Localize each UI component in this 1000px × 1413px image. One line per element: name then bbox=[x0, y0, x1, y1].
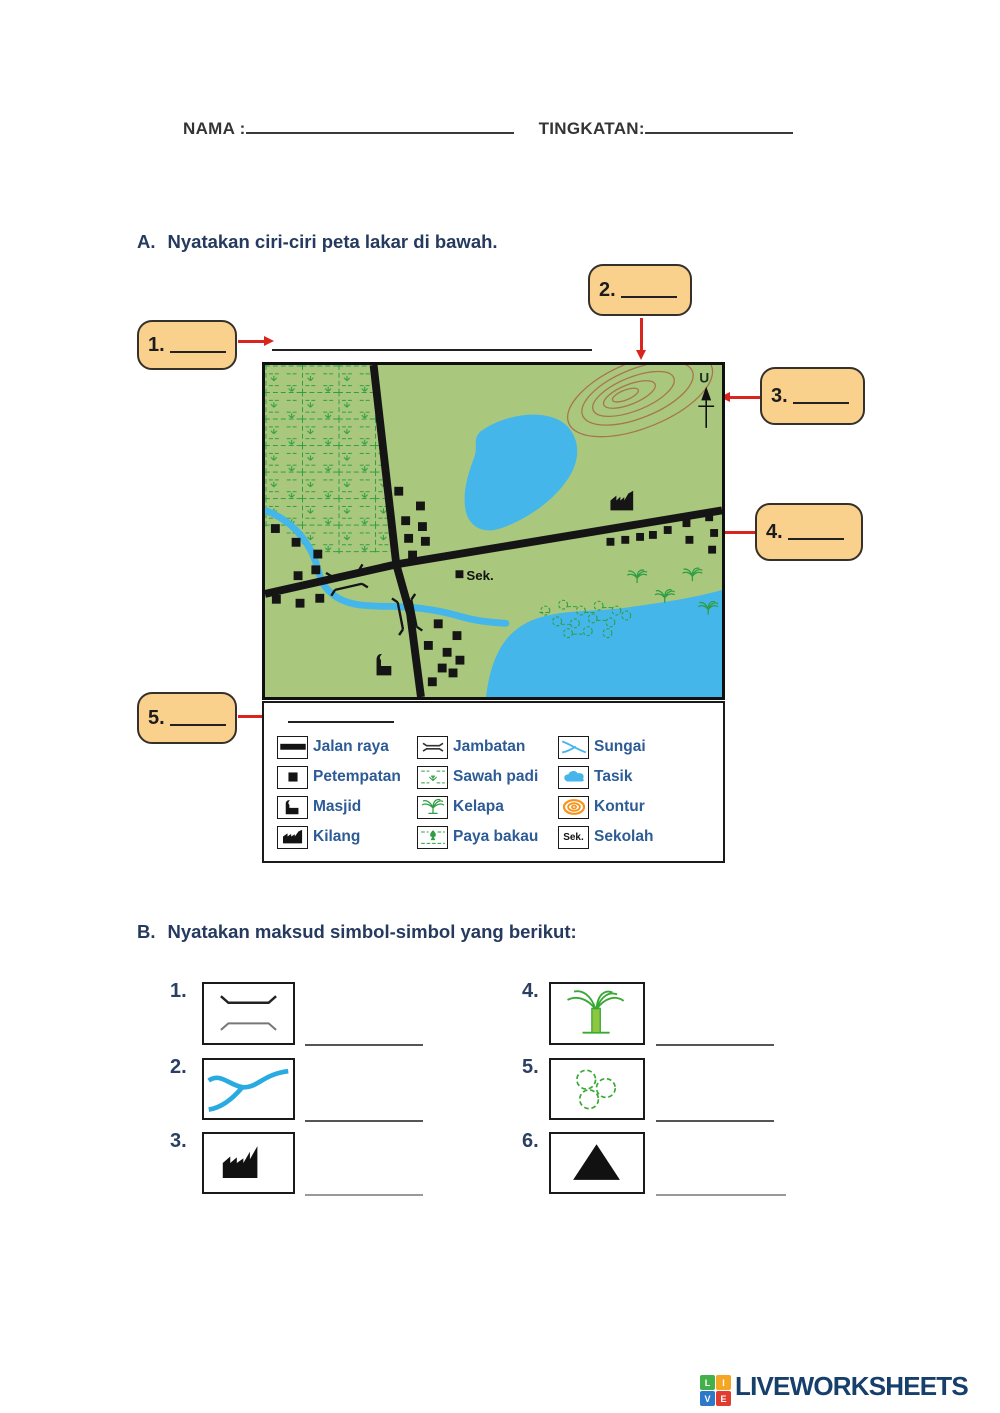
b-item-4-num: 4. bbox=[522, 980, 539, 1002]
rice-paddy-icon bbox=[417, 765, 448, 789]
callout-4: 4. bbox=[755, 503, 863, 561]
b-item-5-num: 5. bbox=[522, 1056, 539, 1078]
callout-4-num: 4. bbox=[766, 520, 783, 543]
b-item-6-answer-line[interactable] bbox=[656, 1194, 786, 1196]
road-icon bbox=[277, 735, 308, 759]
section-b-heading: B. Nyatakan maksud simbol-simbol yang be… bbox=[137, 921, 577, 943]
class-blank[interactable] bbox=[644, 119, 793, 134]
rice-paddy-area bbox=[265, 365, 396, 555]
callout-1-num: 1. bbox=[148, 333, 165, 356]
legend-item-tasik: Tasik bbox=[558, 765, 633, 789]
section-a-letter: A. bbox=[137, 231, 156, 252]
logo-tile-l: L bbox=[700, 1375, 715, 1390]
river bbox=[261, 506, 510, 627]
legend-item-sawah-padi: Sawah padi bbox=[417, 765, 538, 789]
callout-2-num: 2. bbox=[599, 278, 616, 301]
legend-item-kilang: Kilang bbox=[277, 825, 360, 849]
sketch-map: Sek. U bbox=[261, 351, 725, 700]
section-a-heading: A. Nyatakan ciri-ciri peta lakar di bawa… bbox=[137, 231, 498, 253]
logo-tile-i: I bbox=[716, 1375, 731, 1390]
b-item-1-num: 1. bbox=[170, 980, 187, 1002]
coconut-palm-icon bbox=[417, 795, 448, 819]
factory-symbol-icon bbox=[222, 1146, 258, 1178]
callout-2-blank[interactable] bbox=[620, 282, 677, 298]
callout-5-blank[interactable] bbox=[169, 710, 226, 726]
b-item-3-answer-line[interactable] bbox=[305, 1194, 423, 1196]
logo-tile-v: V bbox=[700, 1391, 715, 1406]
b-item-1-answer-line[interactable] bbox=[305, 1044, 423, 1046]
liveworksheets-logo-icon: L I V E bbox=[700, 1375, 731, 1406]
callout-3: 3. bbox=[760, 367, 865, 425]
school-label: Sek. bbox=[455, 568, 494, 583]
school-icon: Sek. bbox=[558, 825, 589, 849]
b-item-6-num: 6. bbox=[522, 1130, 539, 1152]
bridge-icon bbox=[417, 735, 448, 759]
b-item-2-num: 2. bbox=[170, 1056, 187, 1078]
name-blank[interactable] bbox=[245, 119, 514, 134]
contour-lines bbox=[566, 351, 714, 438]
b-item-3-box bbox=[202, 1132, 295, 1194]
settlement-icon bbox=[277, 765, 308, 789]
road-vertical bbox=[369, 364, 425, 698]
legend-item-kontur: Kontur bbox=[558, 795, 645, 819]
map-canvas: Sek. U bbox=[261, 351, 723, 698]
callout-2: 2. bbox=[588, 264, 692, 316]
section-b-title: Nyatakan maksud simbol-simbol yang berik… bbox=[167, 921, 577, 942]
legend-item-sekolah: Sek. Sekolah bbox=[558, 825, 653, 849]
bridge-symbol-icon bbox=[220, 994, 277, 1031]
river-icon bbox=[558, 735, 589, 759]
legend-title-blank[interactable] bbox=[288, 721, 394, 723]
svg-text:Sek.: Sek. bbox=[466, 568, 493, 583]
legend-item-jambatan: Jambatan bbox=[417, 735, 525, 759]
legend-item-paya-bakau: Paya bakau bbox=[417, 825, 538, 849]
factory-icon bbox=[277, 825, 308, 849]
b-item-4-box bbox=[549, 982, 645, 1045]
legend-item-jalan-raya: Jalan raya bbox=[277, 735, 389, 759]
north-arrow-icon: U bbox=[698, 371, 715, 428]
mosque-symbol bbox=[376, 654, 392, 676]
b-item-1-box bbox=[202, 982, 295, 1045]
callout-4-blank[interactable] bbox=[787, 524, 844, 540]
b-item-5-answer-line[interactable] bbox=[656, 1120, 774, 1122]
class-label: TINGKATAN: bbox=[538, 119, 645, 138]
river-confluence-symbol-icon bbox=[207, 1068, 289, 1112]
name-label: NAMA : bbox=[183, 119, 246, 138]
b-item-6-box bbox=[549, 1132, 645, 1194]
header-row: NAMA : TINGKATAN: bbox=[183, 119, 793, 139]
b-item-2-answer-line[interactable] bbox=[305, 1120, 423, 1122]
map-legend: Jalan raya Petempatan Masjid Kilang Jamb… bbox=[262, 701, 725, 863]
b-item-3-num: 3. bbox=[170, 1130, 187, 1152]
contour-icon bbox=[558, 795, 589, 819]
logo-tile-e: E bbox=[716, 1391, 731, 1406]
factory-symbol bbox=[610, 490, 634, 511]
scrub-symbol-icon bbox=[576, 1069, 617, 1110]
legend-item-petempatan: Petempatan bbox=[277, 765, 401, 789]
callout-1-blank[interactable] bbox=[169, 337, 226, 353]
b-item-2-box bbox=[202, 1058, 295, 1120]
lake-icon bbox=[558, 765, 589, 789]
section-b-letter: B. bbox=[137, 921, 156, 942]
lake bbox=[464, 414, 578, 531]
callout-5: 5. bbox=[137, 692, 237, 744]
callout-1: 1. bbox=[137, 320, 237, 370]
mosque-icon bbox=[277, 795, 308, 819]
brand-wordmark: LIVEWORKSHEETS bbox=[735, 1371, 969, 1401]
legend-item-sungai: Sungai bbox=[558, 735, 646, 759]
svg-text:U: U bbox=[699, 371, 709, 386]
callout-3-num: 3. bbox=[771, 384, 788, 407]
b-item-4-answer-line[interactable] bbox=[656, 1044, 774, 1046]
legend-item-masjid: Masjid bbox=[277, 795, 361, 819]
callout-5-num: 5. bbox=[148, 706, 165, 729]
lagoon bbox=[486, 589, 722, 697]
b-item-5-box bbox=[549, 1058, 645, 1120]
mangrove-icon bbox=[417, 825, 448, 849]
callout-3-blank[interactable] bbox=[792, 388, 849, 404]
map-title-blank[interactable] bbox=[272, 349, 592, 351]
section-a-title: Nyatakan ciri-ciri peta lakar di bawah. bbox=[167, 231, 498, 252]
coconut-palm-symbol-icon bbox=[567, 989, 625, 1034]
legend-item-kelapa: Kelapa bbox=[417, 795, 504, 819]
mountain-symbol-icon bbox=[573, 1144, 620, 1180]
